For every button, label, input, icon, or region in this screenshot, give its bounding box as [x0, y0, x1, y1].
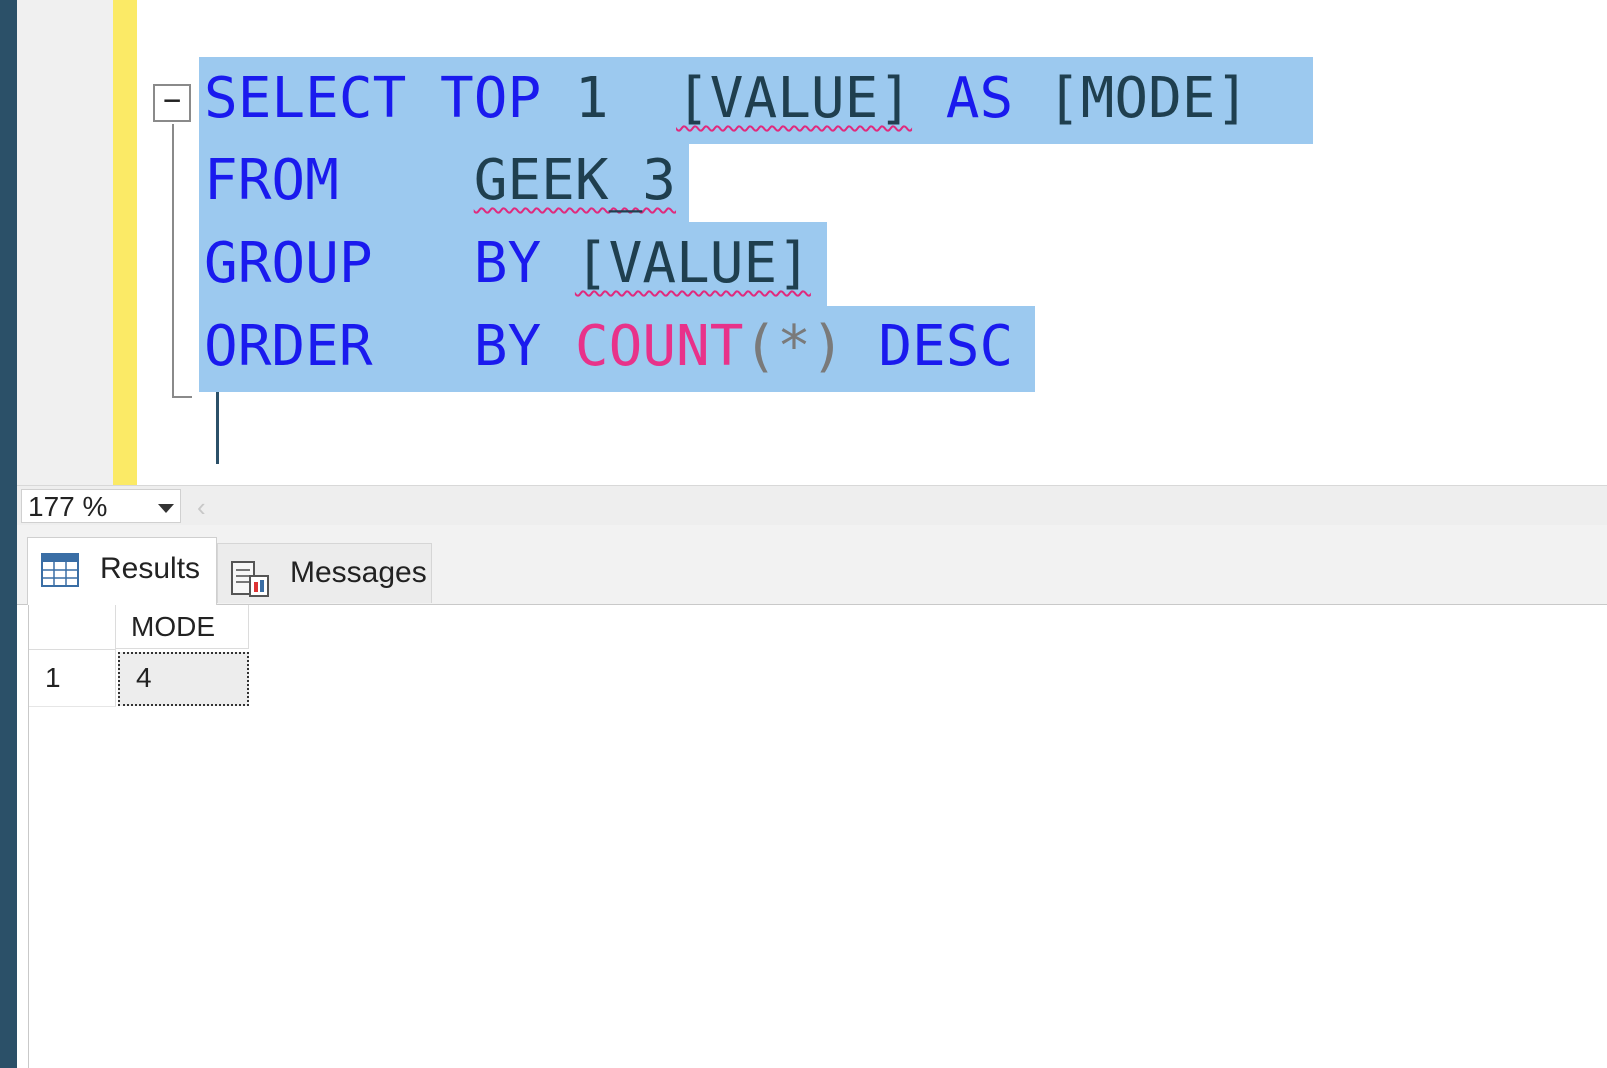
code-token-plain: [339, 148, 474, 213]
zoom-value: 177 %: [28, 491, 108, 522]
code-token-id: GEEK_3: [473, 148, 677, 213]
code-token-plain: [541, 66, 575, 131]
editor-gutter: [17, 0, 115, 485]
cell-value: 4: [136, 662, 152, 693]
code-token-plain: [609, 66, 676, 131]
code-line[interactable]: FROM GEEK_3: [204, 139, 676, 223]
code-token-plain: [373, 231, 474, 296]
results-tab-bar: Results Messages: [17, 525, 1607, 605]
zoom-bar: 177 % ‹: [17, 485, 1607, 527]
results-grid[interactable]: MODE 1 4: [28, 605, 1607, 1068]
code-token-kw: FROM: [204, 148, 339, 213]
code-token-plain: [541, 231, 575, 296]
code-token-plain: [1013, 66, 1047, 131]
query-editor[interactable]: − SELECT TOP 1 [VALUE] AS [MODE] FROM GE…: [17, 0, 1607, 485]
zoom-dropdown[interactable]: 177 %: [21, 489, 181, 523]
fold-guide-line: [172, 124, 174, 398]
code-token-plain: [541, 314, 575, 379]
code-token-kw: SELECT: [204, 66, 407, 131]
code-line[interactable]: GROUP BY [VALUE]: [204, 222, 811, 306]
code-token-kw: DESC: [878, 314, 1014, 379]
column-header-label: MODE: [131, 611, 215, 642]
tab-messages-label: Messages: [290, 556, 427, 589]
scroll-left-icon[interactable]: ‹: [197, 492, 206, 522]
messages-icon: [231, 561, 269, 597]
column-header-mode[interactable]: MODE: [116, 605, 249, 649]
grid-corner[interactable]: [29, 605, 116, 650]
code-token-plain: [845, 314, 879, 379]
selection-highlight: [199, 144, 689, 222]
fold-guide-end: [172, 396, 192, 398]
code-token-kw: BY: [473, 231, 542, 296]
selection-highlight: [199, 306, 1035, 392]
collapse-region-icon[interactable]: −: [153, 84, 191, 122]
tab-messages[interactable]: Messages: [217, 543, 432, 603]
text-caret: [216, 392, 219, 464]
chevron-down-icon[interactable]: [158, 504, 174, 513]
tab-results[interactable]: Results: [27, 537, 217, 605]
code-token-kw: AS: [945, 66, 1014, 131]
code-token-kw: TOP: [440, 66, 542, 131]
code-token-op: (*): [743, 314, 845, 379]
selection-highlight: [199, 222, 827, 306]
code-token-id: [VALUE]: [676, 66, 913, 131]
code-token-kw: ORDER: [204, 314, 373, 379]
code-token-id: [VALUE]: [574, 231, 811, 296]
selection-highlight: [199, 57, 1313, 144]
code-line[interactable]: ORDER BY COUNT(*) DESC: [204, 305, 1013, 389]
window-edge: [0, 0, 17, 1068]
code-token-plain: [373, 314, 474, 379]
tab-results-label: Results: [100, 552, 201, 585]
code-token-plain: [912, 66, 946, 131]
code-token-kw: GROUP: [204, 231, 373, 296]
code-token-num: 1: [574, 66, 609, 131]
code-token-num: [MODE]: [1046, 66, 1250, 131]
row-header[interactable]: 1: [29, 650, 116, 707]
grid-icon: [41, 553, 79, 587]
code-token-plain: [406, 66, 440, 131]
grid-cell[interactable]: 4: [118, 652, 249, 706]
row-number: 1: [45, 662, 61, 693]
code-line[interactable]: SELECT TOP 1 [VALUE] AS [MODE]: [204, 57, 1249, 141]
code-token-kw: BY: [473, 314, 542, 379]
code-token-fn: COUNT: [574, 314, 744, 379]
change-tracking-bar: [113, 0, 137, 485]
